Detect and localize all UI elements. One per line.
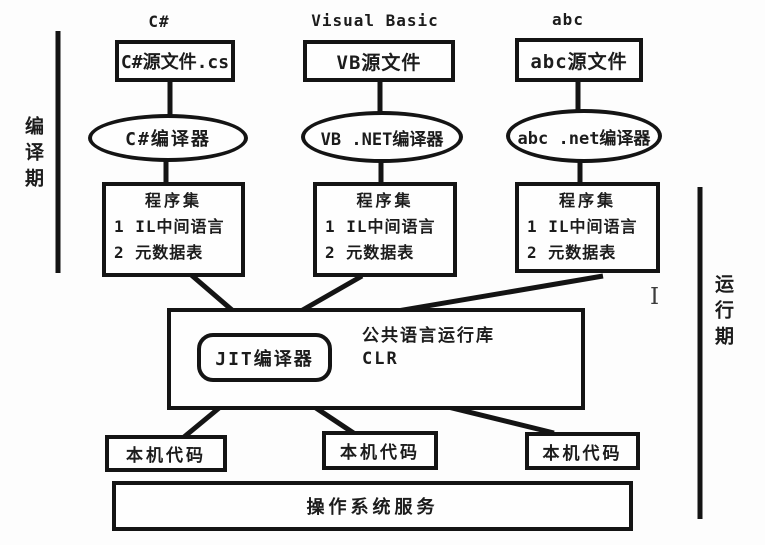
source-file-box-abc: abc源文件 bbox=[515, 38, 643, 82]
language-label-visual-basic: Visual Basic bbox=[311, 11, 439, 30]
clr-runtime-name: 公共语言运行库 bbox=[362, 326, 495, 346]
native-code-label: 本机代码 bbox=[126, 446, 206, 466]
native-code-label: 本机代码 bbox=[340, 443, 420, 463]
native-code-box-1: 本机代码 bbox=[105, 435, 227, 472]
native-code-box-3: 本机代码 bbox=[525, 432, 640, 470]
assembly-box-2: 程序集 1 IL中间语言 2 元数据表 bbox=[313, 182, 457, 277]
compiler-ellipse-csharp: C#编译器 bbox=[88, 114, 248, 162]
compile-phase-label: 编译期 bbox=[22, 116, 44, 194]
source-file-label: C#源文件.cs bbox=[120, 52, 230, 73]
compiler-label: VB .NET编译器 bbox=[320, 129, 444, 150]
assembly-item-il: 1 IL中间语言 bbox=[527, 217, 638, 236]
compiler-ellipse-abc: abc .net编译器 bbox=[506, 109, 662, 163]
compiler-ellipse-vb: VB .NET编译器 bbox=[301, 111, 463, 163]
jit-compiler-box: JIT编译器 bbox=[197, 333, 332, 382]
assembly-title: 程序集 bbox=[356, 191, 414, 210]
source-file-box-vb: VB源文件 bbox=[303, 40, 455, 82]
source-file-box-csharp: C#源文件.cs bbox=[115, 40, 235, 82]
source-file-label: abc源文件 bbox=[530, 50, 628, 73]
native-code-label: 本机代码 bbox=[542, 443, 623, 464]
assembly-item-il: 1 IL中间语言 bbox=[325, 217, 436, 236]
assembly-item-metadata: 2 元数据表 bbox=[527, 243, 617, 262]
language-label-abc: abc bbox=[552, 10, 584, 29]
jit-compiler-label: JIT编译器 bbox=[215, 348, 314, 370]
assembly-box-3: 程序集 1 IL中间语言 2 元数据表 bbox=[515, 182, 660, 273]
assembly-item-metadata: 2 元数据表 bbox=[325, 243, 415, 262]
native-code-box-2: 本机代码 bbox=[322, 431, 438, 470]
compiler-label: C#编译器 bbox=[125, 129, 211, 150]
source-file-label: VB源文件 bbox=[336, 51, 422, 74]
os-services-bar: 操作系统服务 bbox=[112, 481, 633, 531]
language-label-csharp: C# bbox=[148, 12, 170, 31]
clr-runtime-abbr: CLR bbox=[362, 349, 399, 369]
os-services-label: 操作系统服务 bbox=[306, 497, 439, 518]
assembly-item-il: 1 IL中间语言 bbox=[114, 217, 225, 236]
clr-runtime-label: 公共语言运行库 CLR bbox=[362, 325, 495, 371]
runtime-phase-label: 运行期 bbox=[712, 274, 734, 352]
compiler-label: abc .net编译器 bbox=[517, 128, 651, 149]
assembly-title: 程序集 bbox=[144, 191, 202, 210]
assembly-box-1: 程序集 1 IL中间语言 2 元数据表 bbox=[102, 182, 245, 277]
text-cursor-icon: I bbox=[650, 284, 660, 310]
assembly-item-metadata: 2 元数据表 bbox=[114, 243, 204, 262]
assembly-title: 程序集 bbox=[558, 191, 616, 210]
